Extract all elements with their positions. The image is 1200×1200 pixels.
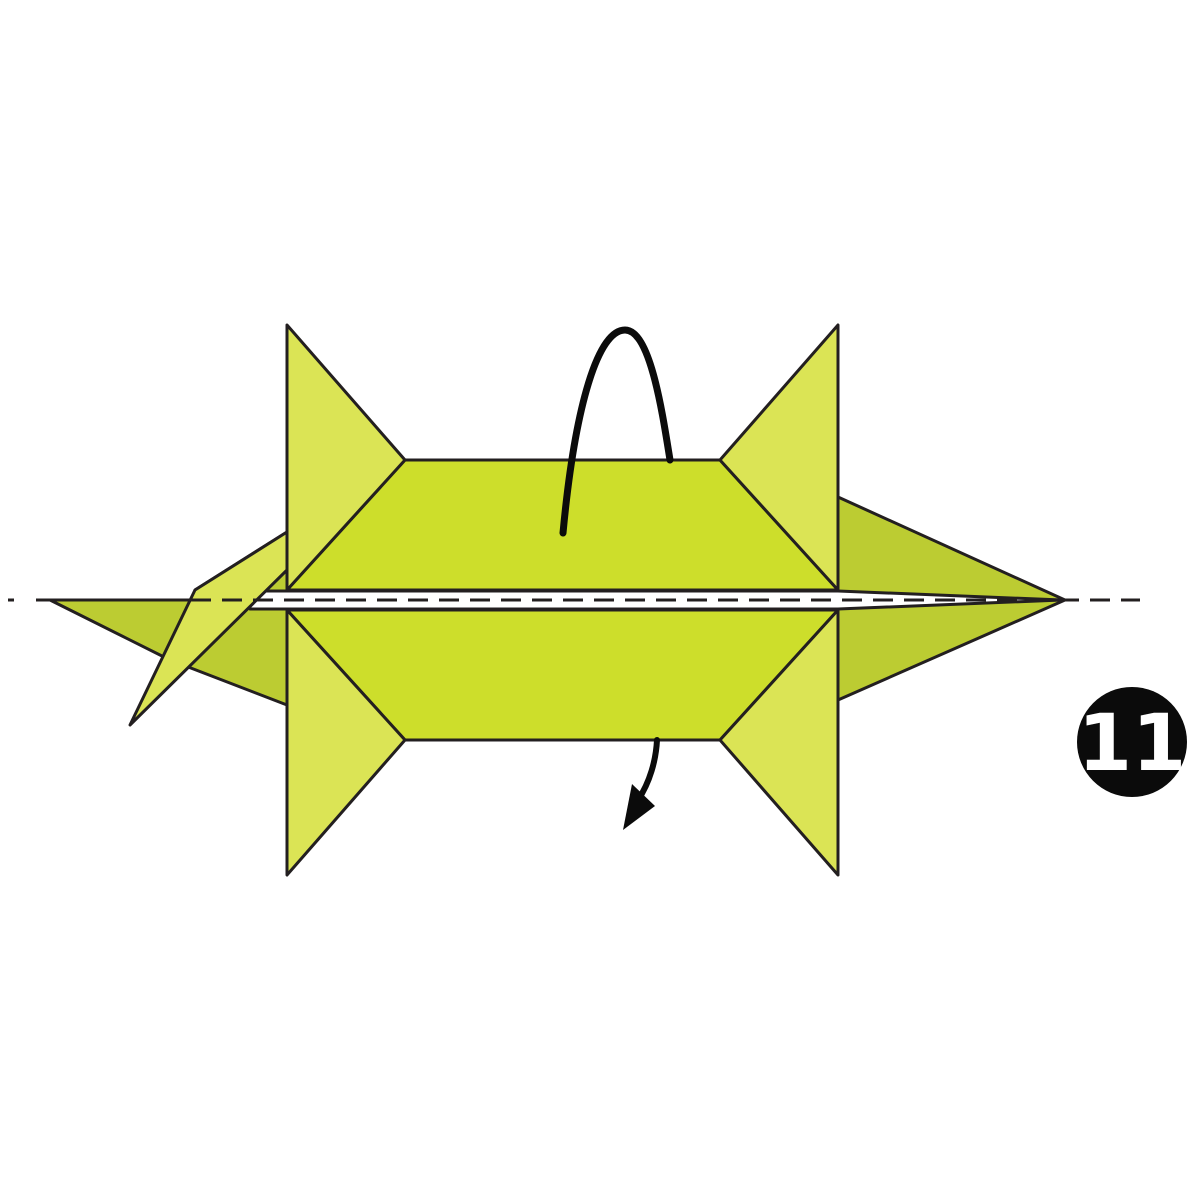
step-number-badge: 11: [1077, 687, 1187, 797]
leg-flaps: [285, 323, 840, 877]
down-arrow-icon: [623, 737, 660, 830]
flap-bottom-right: [718, 608, 840, 877]
curved-fold-arrow-icon: [559, 326, 674, 537]
tail-flap: [128, 530, 289, 727]
tail-flap-front: [128, 530, 289, 727]
step-number: 11: [1078, 699, 1187, 789]
flap-top-left: [285, 323, 407, 592]
flap-top-right: [718, 323, 840, 592]
flap-bottom-left: [285, 608, 407, 877]
